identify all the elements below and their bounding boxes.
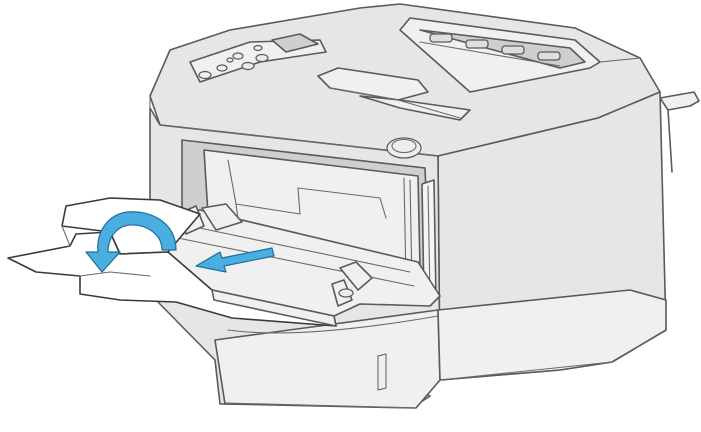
panel-button bbox=[253, 44, 263, 52]
panel-button bbox=[241, 61, 255, 71]
pull-out-arrow-icon bbox=[195, 247, 275, 273]
power-button-icon bbox=[386, 137, 422, 159]
curved-arrow-icon bbox=[85, 211, 177, 273]
panel-led bbox=[226, 57, 234, 63]
panel-button bbox=[232, 52, 244, 60]
panel-button bbox=[198, 70, 212, 80]
output-support bbox=[317, 67, 471, 121]
panel-button bbox=[255, 53, 269, 63]
panel-button bbox=[216, 64, 228, 72]
output-area bbox=[399, 17, 641, 93]
control-panel bbox=[189, 33, 327, 83]
rear-support-flap bbox=[659, 91, 700, 173]
